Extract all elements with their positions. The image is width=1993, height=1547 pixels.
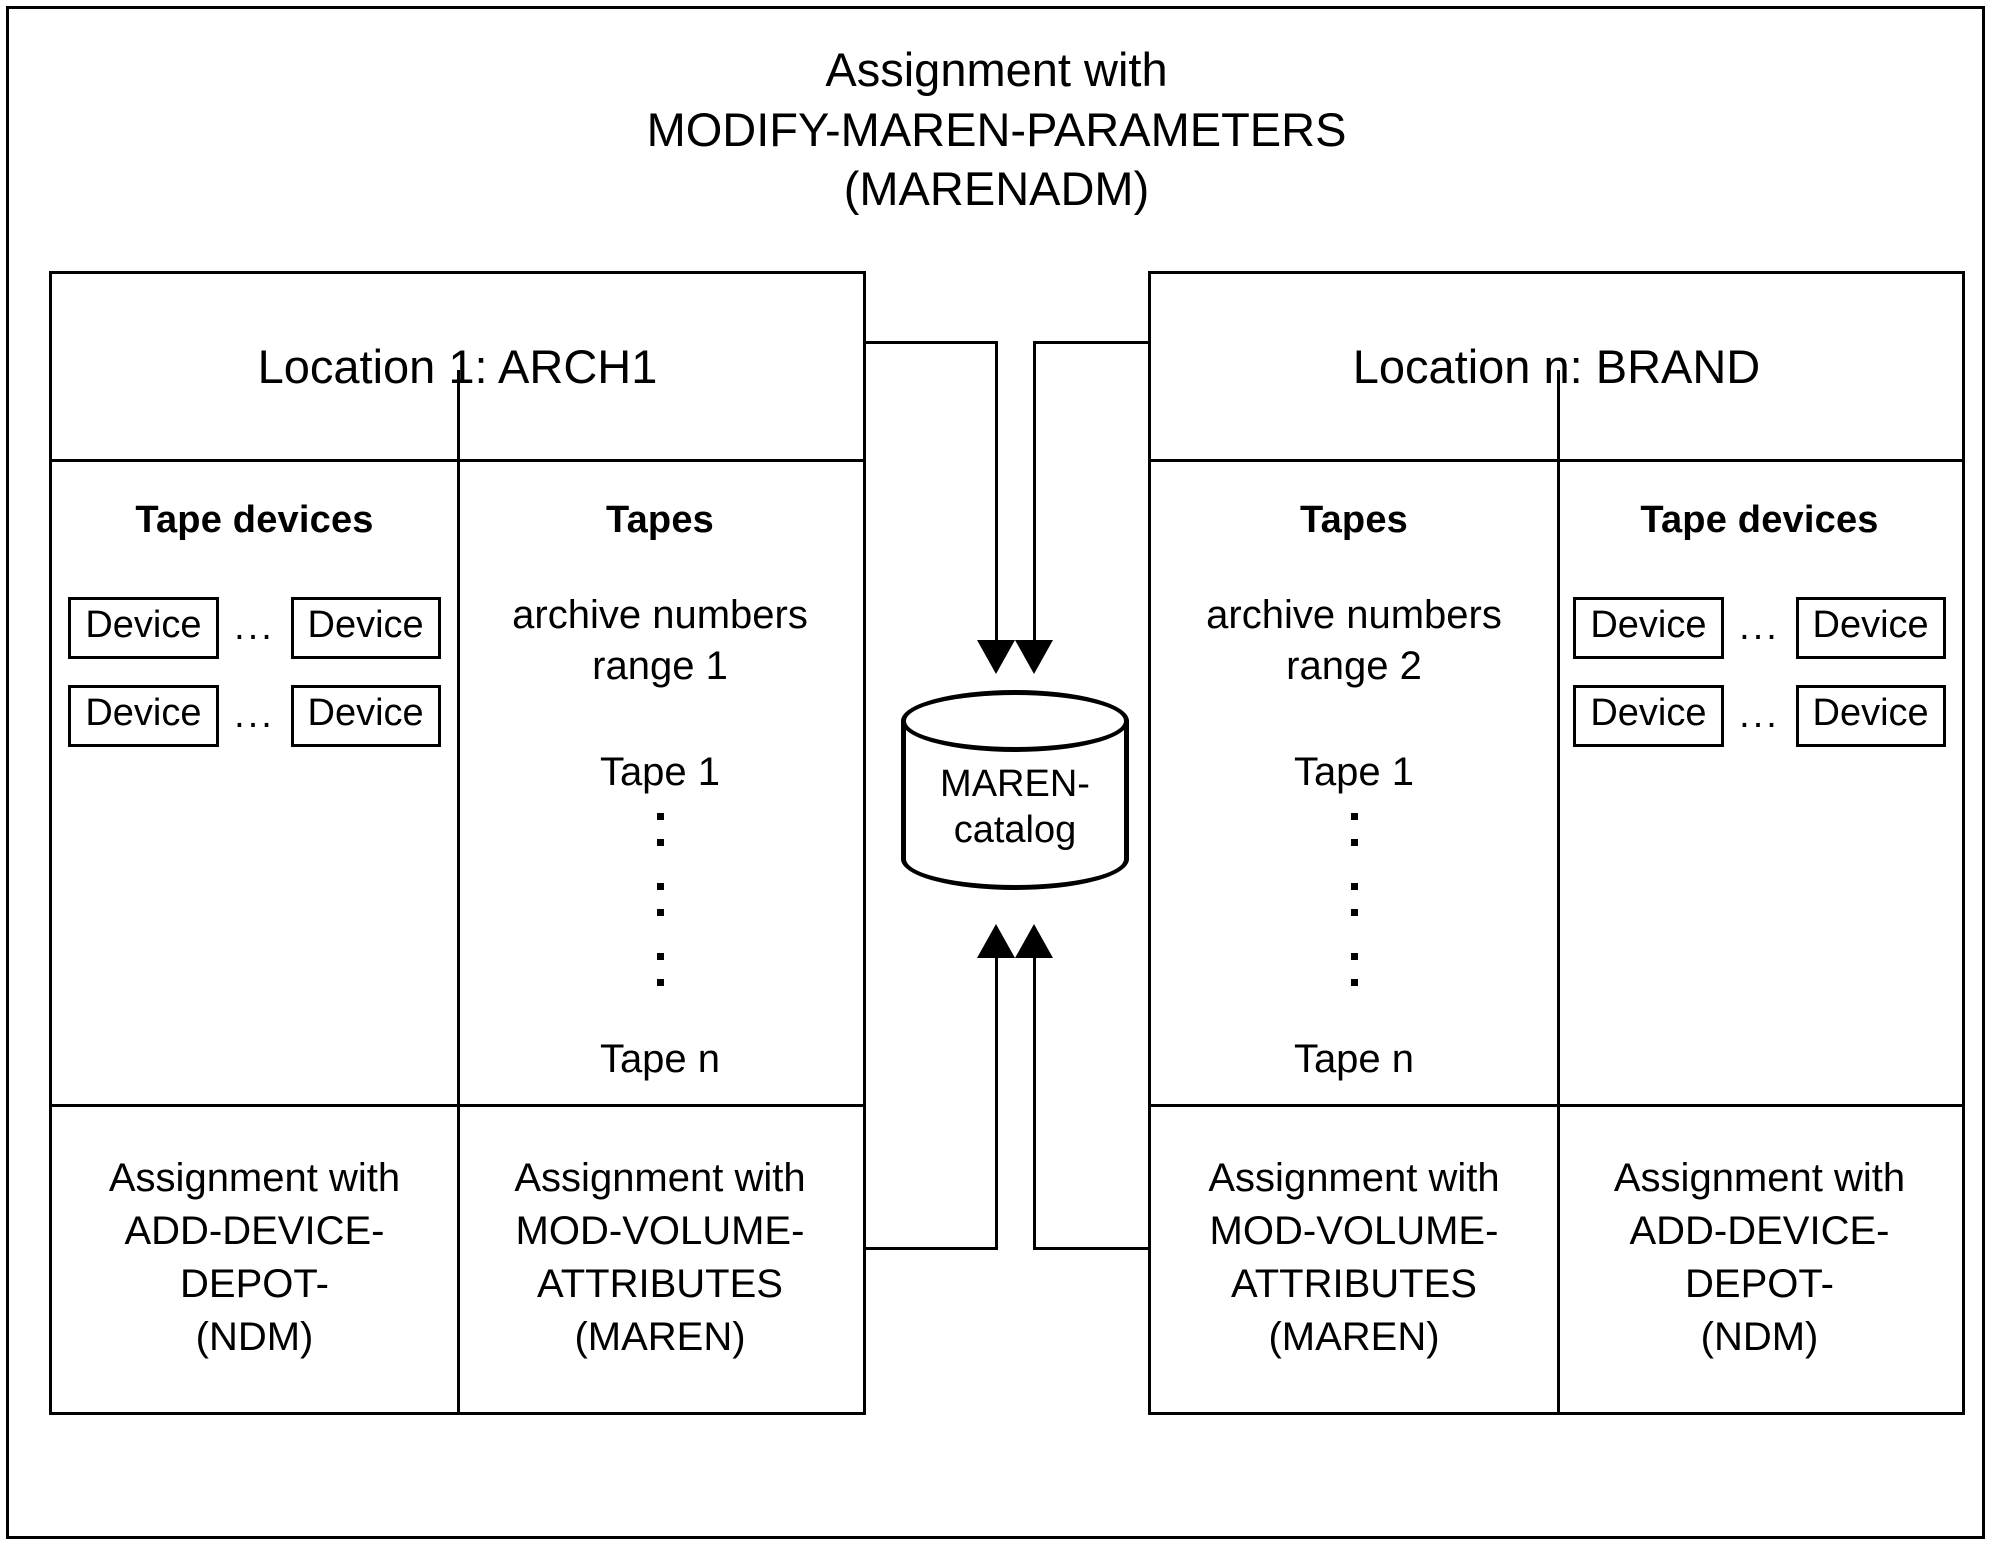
assignment-line: MOD-VOLUME- [1209, 1208, 1499, 1253]
panel-n-tape-devices-column: Tape devices Device ... Device Device ..… [1557, 459, 1962, 1412]
tape-vertical-ellipsis [656, 813, 664, 1023]
archive-numbers-line-1: archive numbers [512, 593, 808, 637]
device-row: Device ... Device [1573, 597, 1946, 659]
tape-ellipsis-group [656, 953, 664, 1005]
connector-left-bottom-horizontal [866, 1247, 998, 1250]
panel-1-tape-devices-column: Tape devices Device ... Device Device ..… [52, 459, 457, 1412]
location-panel-n-title: Location n: BRAND [1352, 339, 1761, 393]
diagram-title-line-2: MODIFY-MAREN-PARAMETERS [646, 102, 1347, 156]
connector-right-bottom-horizontal [1033, 1247, 1150, 1250]
device-row: Device ... Device [68, 597, 441, 659]
panel-n-tapes-heading: Tapes [1299, 499, 1408, 541]
panel-n-header-rule [1151, 459, 1962, 462]
tape-first-label: Tape 1 [1293, 750, 1415, 795]
device-box[interactable]: Device [68, 684, 219, 747]
maren-catalog-label-line-1: MAREN- [940, 763, 1090, 805]
tape-last-label: Tape n [599, 1037, 721, 1082]
tape-ellipsis-group [1350, 813, 1358, 865]
archive-numbers-line-2: range 1 [592, 644, 728, 689]
tape-ellipsis-group [656, 813, 664, 865]
tape-ellipsis-group [656, 883, 664, 935]
device-box[interactable]: Device [290, 684, 441, 747]
panel-n-tape-devices-heading: Tape devices [1640, 499, 1879, 541]
assignment-line: (NDM) [195, 1315, 314, 1360]
assignment-line: ADD-DEVICE- [1629, 1208, 1890, 1253]
device-row: Device ... Device [1573, 684, 1946, 747]
connector-right-bottom-vertical [1033, 958, 1036, 1249]
archive-numbers-range: archive numbers range 1 [512, 590, 808, 692]
archive-numbers-line-2: range 2 [1286, 644, 1422, 689]
device-box[interactable]: Device [1573, 684, 1724, 747]
assignment-line: Assignment with [1613, 1155, 1906, 1200]
maren-catalog-label: MAREN- catalog [901, 762, 1129, 853]
assignment-line: Assignment with [1208, 1155, 1500, 1200]
device-ellipsis: ... [1739, 606, 1780, 649]
assignment-line: (MAREN) [1268, 1315, 1440, 1360]
connector-left-top-horizontal [866, 341, 998, 344]
panel-1-tapes-list: archive numbers range 1 Tape 1 Tape n [512, 590, 808, 1082]
archive-numbers-line-1: archive numbers [1206, 593, 1502, 637]
device-box[interactable]: Device [290, 597, 441, 659]
arrow-left-bottom-into-catalog [977, 924, 1015, 958]
device-box[interactable]: Device [1573, 597, 1724, 659]
outer-frame [6, 6, 1985, 1539]
diagram-title-line-1: Assignment with [825, 43, 1168, 96]
arrow-right-top-into-catalog [1015, 640, 1053, 674]
connector-left-top-vertical [995, 341, 998, 646]
tape-ellipsis-group [1350, 883, 1358, 935]
arrow-right-bottom-into-catalog [1015, 924, 1053, 958]
device-ellipsis: ... [1739, 694, 1780, 737]
assignment-line: (NDM) [1700, 1315, 1819, 1360]
cylinder-top-ellipse [901, 690, 1129, 752]
assignment-line: Assignment with [108, 1155, 401, 1200]
device-row: Device ... Device [68, 684, 441, 747]
device-ellipsis: ... [234, 694, 275, 737]
cylinder-body [901, 720, 1129, 860]
panel-n-tapes-column: Tapes archive numbers range 2 Tape 1 Tap… [1151, 459, 1557, 1412]
panel-1-tapes-assignment: Assignment with MOD-VOLUME- ATTRIBUTES (… [457, 1104, 863, 1412]
diagram-title-line-3: (MARENADM) [843, 162, 1150, 216]
maren-catalog-label-line-2: catalog [953, 808, 1077, 851]
assignment-line: ATTRIBUTES [537, 1262, 783, 1306]
panel-1-device-grid: Device ... Device Device ... Device [68, 597, 441, 747]
connector-right-top-horizontal [1033, 341, 1150, 344]
device-ellipsis: ... [234, 606, 275, 649]
tape-last-label: Tape n [1293, 1037, 1415, 1082]
location-panel-1: Location 1: ARCH1 Tape devices Device ..… [49, 271, 866, 1415]
panel-1-devices-assignment: Assignment with ADD-DEVICE- DEPOT- (NDM) [52, 1104, 457, 1412]
tape-first-label: Tape 1 [599, 750, 721, 795]
connector-right-top-vertical [1033, 341, 1036, 646]
panel-n-device-grid: Device ... Device Device ... Device [1573, 597, 1946, 747]
assignment-line: MOD-VOLUME- [515, 1208, 805, 1253]
panel-1-tapes-heading: Tapes [605, 499, 714, 541]
location-panel-n: Location n: BRAND Tapes archive numbers … [1148, 271, 1965, 1415]
panel-n-column-divider [1557, 370, 1560, 1412]
panel-n-tapes-assignment: Assignment with MOD-VOLUME- ATTRIBUTES (… [1151, 1104, 1557, 1412]
assignment-line: ADD-DEVICE- [124, 1208, 385, 1253]
panel-n-tapes-list: archive numbers range 2 Tape 1 Tape n [1206, 590, 1502, 1082]
panel-n-assignment-rule [1151, 1104, 1962, 1107]
assignment-line: Assignment with [514, 1155, 806, 1200]
device-box[interactable]: Device [1795, 597, 1946, 659]
assignment-line: DEPOT- [1685, 1262, 1834, 1306]
location-panel-1-title: Location 1: ARCH1 [257, 339, 658, 393]
tape-vertical-ellipsis [1350, 813, 1358, 1023]
device-box[interactable]: Device [68, 597, 219, 659]
diagram-title: Assignment with MODIFY-MAREN-PARAMETERS … [0, 40, 1993, 219]
assignment-line: ATTRIBUTES [1231, 1262, 1477, 1306]
archive-numbers-range: archive numbers range 2 [1206, 590, 1502, 692]
arrow-left-top-into-catalog [977, 640, 1015, 674]
device-box[interactable]: Device [1795, 684, 1946, 747]
panel-1-tape-devices-heading: Tape devices [135, 499, 374, 541]
assignment-line: DEPOT- [180, 1262, 329, 1306]
panel-1-column-divider [457, 370, 460, 1412]
panel-1-tapes-column: Tapes archive numbers range 1 Tape 1 Tap… [457, 459, 863, 1412]
tape-ellipsis-group [1350, 953, 1358, 1005]
maren-catalog-cylinder: MAREN- catalog [901, 690, 1129, 890]
connector-left-bottom-vertical [995, 958, 998, 1249]
assignment-line: (MAREN) [574, 1315, 746, 1360]
panel-n-devices-assignment: Assignment with ADD-DEVICE- DEPOT- (NDM) [1557, 1104, 1962, 1412]
